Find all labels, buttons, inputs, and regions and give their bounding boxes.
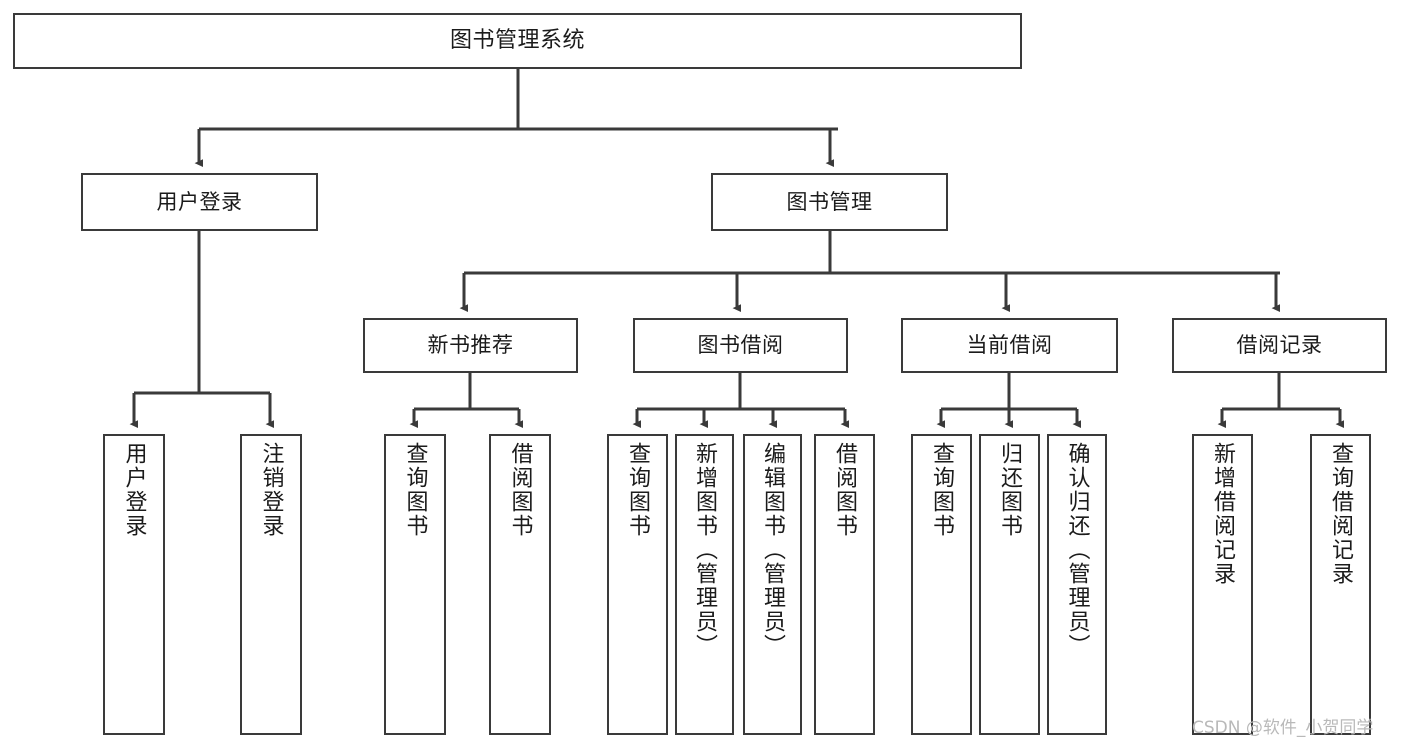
leaf-logout-login[interactable]: 注销登录	[240, 434, 302, 735]
node-label: 新书推荐	[427, 333, 514, 358]
node-label: 查询图书	[929, 442, 955, 538]
node-label: 注销登录	[258, 442, 284, 538]
node-label: 当前借阅	[966, 333, 1053, 358]
leaf-add-borrow-record[interactable]: 新增借阅记录	[1192, 434, 1253, 735]
node-label: 编辑图书（管理员）	[760, 442, 786, 658]
node-label: 图书借阅	[697, 333, 784, 358]
node-label: 图书管理系统	[449, 28, 585, 54]
node-label: 归还图书	[997, 442, 1023, 538]
node-label: 借阅图书	[832, 442, 858, 538]
node-label: 新增借阅记录	[1210, 442, 1236, 586]
leaf-query-book-borrow[interactable]: 查询图书	[607, 434, 668, 735]
node-label: 查询借阅记录	[1328, 442, 1354, 586]
node-book-management[interactable]: 图书管理	[711, 173, 948, 231]
node-label: 用户登录	[156, 189, 243, 214]
leaf-edit-book-admin[interactable]: 编辑图书（管理员）	[743, 434, 802, 735]
leaf-user-login[interactable]: 用户登录	[103, 434, 165, 735]
node-label: 查询图书	[625, 442, 651, 538]
leaf-borrow-book-recommend[interactable]: 借阅图书	[489, 434, 551, 735]
leaf-return-book[interactable]: 归还图书	[979, 434, 1040, 735]
node-book-borrow[interactable]: 图书借阅	[633, 318, 848, 373]
node-borrow-record[interactable]: 借阅记录	[1172, 318, 1387, 373]
leaf-query-book-current[interactable]: 查询图书	[911, 434, 972, 735]
leaf-add-book-admin[interactable]: 新增图书（管理员）	[675, 434, 734, 735]
watermark-text: CSDN @软件_小贺同学	[1192, 718, 1374, 738]
node-label: 查询图书	[402, 442, 428, 538]
leaf-confirm-return-admin[interactable]: 确认归还（管理员）	[1047, 434, 1107, 735]
leaf-borrow-book[interactable]: 借阅图书	[814, 434, 875, 735]
leaf-query-borrow-record[interactable]: 查询借阅记录	[1310, 434, 1371, 735]
node-label: 用户登录	[121, 442, 147, 538]
node-root-system[interactable]: 图书管理系统	[13, 13, 1022, 69]
leaf-query-book-recommend[interactable]: 查询图书	[384, 434, 446, 735]
node-current-borrow[interactable]: 当前借阅	[901, 318, 1118, 373]
node-label: 确认归还（管理员）	[1064, 442, 1090, 658]
node-user-login[interactable]: 用户登录	[81, 173, 318, 231]
node-label: 图书管理	[786, 189, 873, 214]
node-label: 借阅记录	[1236, 333, 1323, 358]
node-label: 借阅图书	[507, 442, 533, 538]
node-new-book-recommend[interactable]: 新书推荐	[363, 318, 578, 373]
node-label: 新增图书（管理员）	[692, 442, 718, 658]
